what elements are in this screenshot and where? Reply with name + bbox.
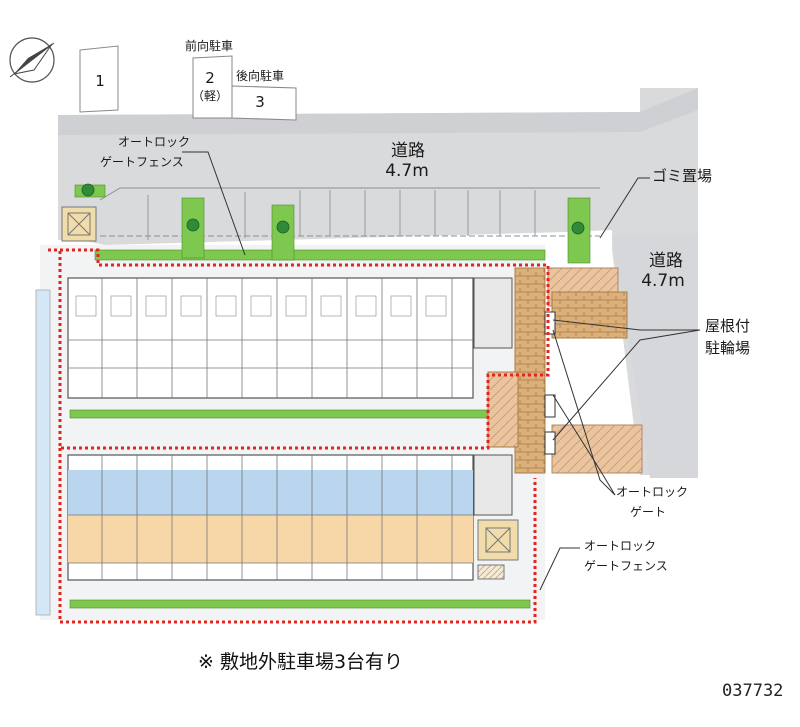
gate-fence-bottom-label-2: ゲートフェンス [584,559,668,573]
compass-icon [9,37,55,83]
gate-fence [48,248,550,624]
parking-2-label: 2 [205,69,215,87]
gate-fence-bottom-label-1: オートロック [584,539,657,553]
building-south [67,454,513,581]
front-parking-label: 前向駐車 [185,39,234,53]
parking-lot-offsite [79,45,297,121]
gate-fence-top-label-1: オートロック [118,135,191,149]
building-north [67,277,513,399]
utility-box-bottom [477,519,519,580]
brick-walkway [487,267,546,474]
road-top-width: 4.7m [385,161,429,181]
road-top-name: 道路 [391,141,425,161]
utility-box-top [61,206,97,242]
gate-label-2: ゲート [630,505,667,519]
back-parking-label: 後向駐車 [236,69,285,83]
road-right-width: 4.7m [641,271,685,291]
gate-label-1: オートロック [616,485,689,499]
property-code: 037732 [722,681,784,701]
road-right-name: 道路 [649,251,683,271]
road-top [58,88,698,475]
bike-parking [544,267,643,474]
parking-2-kei-label: （軽） [191,89,228,103]
tree-icon [81,183,585,235]
bike-parking-label-1: 屋根付 [705,317,751,335]
leader-lines [182,151,701,591]
parking-1-label: 1 [95,72,105,90]
parking-3-label: 3 [255,93,265,111]
garbage-label: ゴミ置場 [652,167,713,185]
road-right [612,235,698,478]
gate-fence-top-label-2: ゲートフェンス [100,155,184,169]
bike-parking-label-2: 駐輪場 [705,339,751,357]
offsite-parking-note: ※ 敷地外駐車場3台有り [198,651,404,673]
